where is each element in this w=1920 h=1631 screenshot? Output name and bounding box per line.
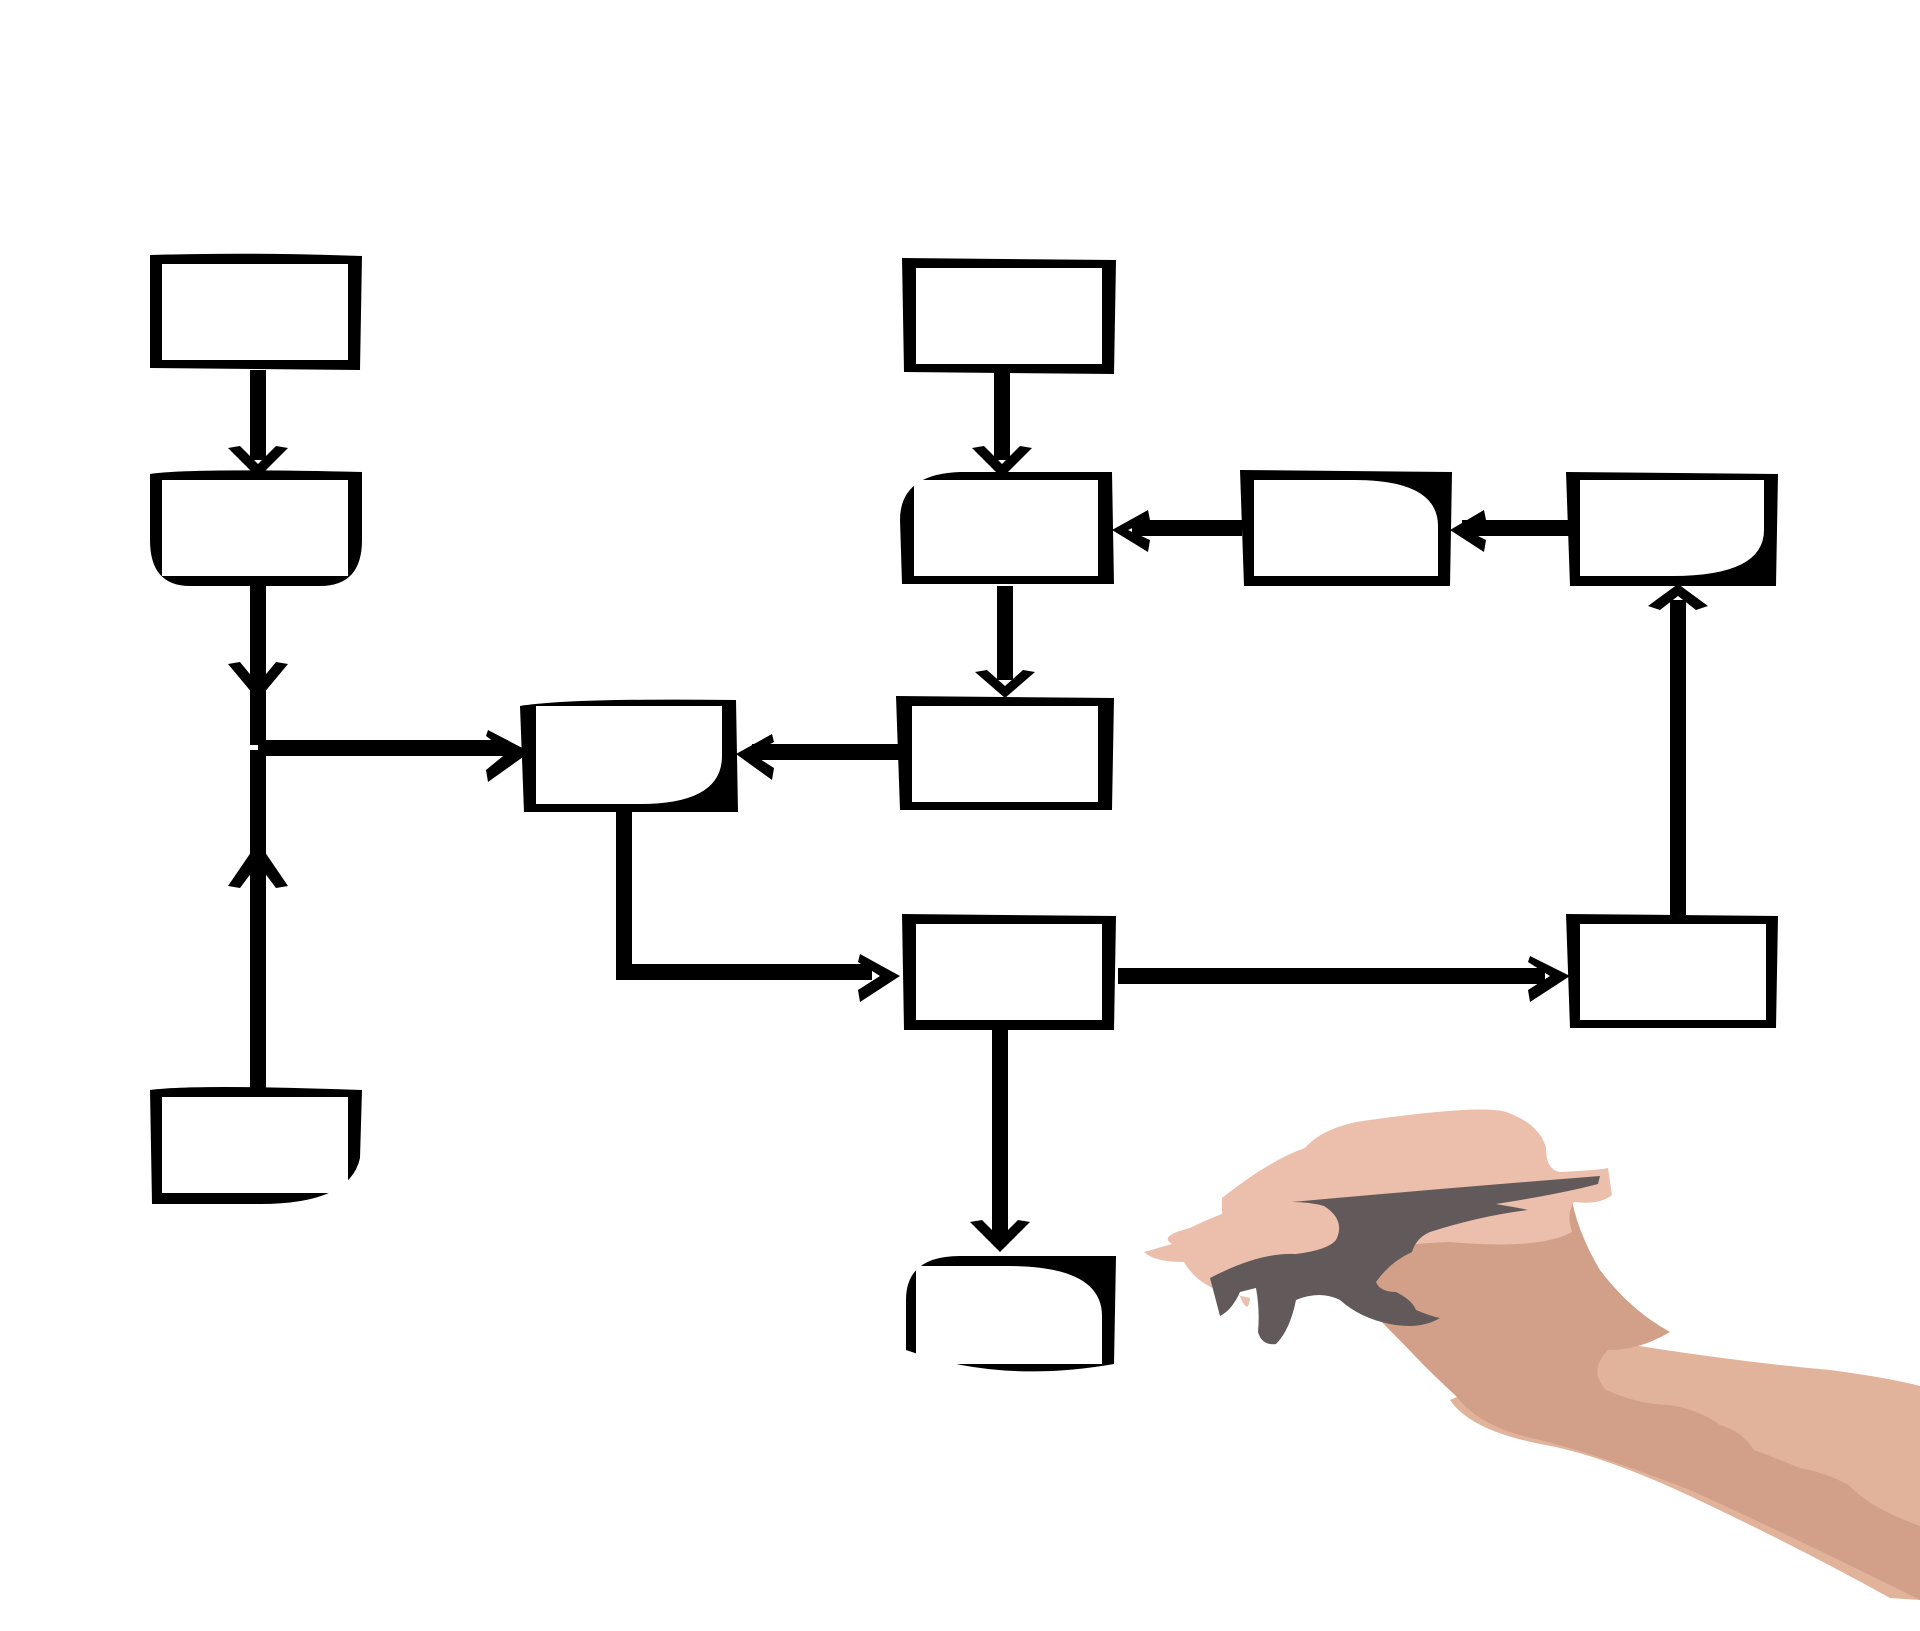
arrowhead-left xyxy=(736,734,774,780)
arrowhead-down xyxy=(970,1220,1030,1252)
hand-holding-pen-icon xyxy=(1144,1109,1920,1600)
arrowheads xyxy=(228,446,1708,1252)
hand-back-shape xyxy=(1300,1190,1920,1600)
connector-center-to-lower-middle xyxy=(616,810,872,980)
box-bottom-left xyxy=(150,1087,362,1204)
arrowhead-right xyxy=(858,954,900,1002)
arrowhead-left xyxy=(1450,510,1486,552)
arrowhead-down xyxy=(975,670,1035,698)
connector-lines xyxy=(250,370,1686,1240)
box-bottom-middle xyxy=(906,1256,1116,1372)
box-center xyxy=(520,699,738,812)
arrowhead-left xyxy=(1112,510,1150,552)
pen-shape xyxy=(1210,1176,1600,1345)
arrowhead-down xyxy=(972,446,1032,478)
arrowhead-up xyxy=(228,842,288,888)
box-top-middle xyxy=(902,258,1116,374)
diagram-boxes xyxy=(150,253,1778,1372)
box-center-right xyxy=(896,696,1114,810)
box-top-left xyxy=(150,253,362,370)
arrowhead-right xyxy=(486,730,530,782)
arrowhead-down xyxy=(228,662,288,700)
box-upper-middle xyxy=(900,472,1114,584)
box-lower-right xyxy=(1566,914,1778,1028)
box-upper-right-mid xyxy=(1240,470,1452,586)
box-lower-middle xyxy=(902,914,1116,1030)
box-upper-far-right xyxy=(1566,472,1778,586)
box-mid-left xyxy=(150,470,362,586)
arrowhead-right xyxy=(1528,956,1570,1002)
arrowhead-up xyxy=(1648,584,1708,610)
arrowhead-down xyxy=(228,446,288,478)
